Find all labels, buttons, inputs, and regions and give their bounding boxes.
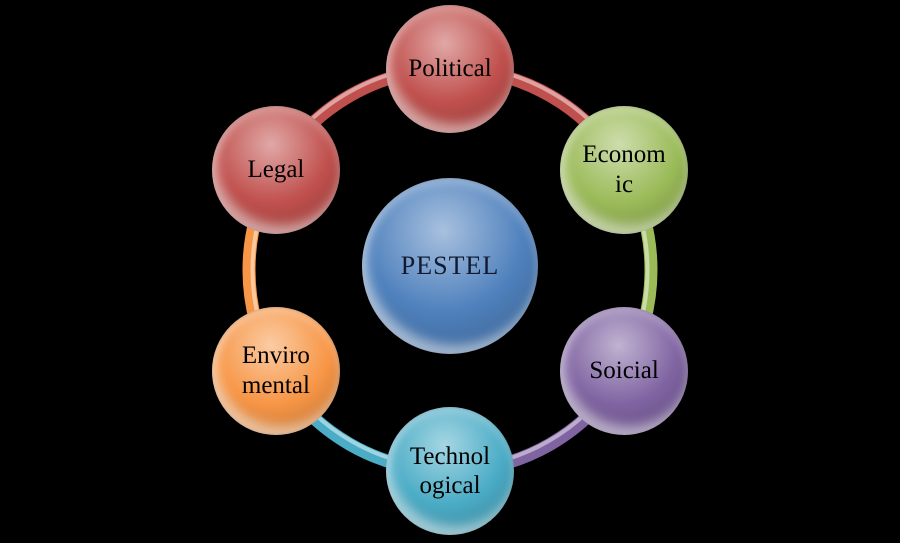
node-circle-economic: Econom ic [560,105,689,234]
node-circle-social: Soicial [560,306,689,435]
node-circle-political: Political [386,5,514,133]
center-label-pestel: PESTEL [400,250,500,280]
node-label-legal: Legal [247,155,305,183]
node-label-environmental: Enviro mental [241,342,310,399]
node-circle-legal: Legal [211,105,340,234]
center-circle-pestel: PESTEL [362,178,538,354]
node-circle-technological: Technol ogical [386,407,514,535]
node-label-social: Soicial [589,356,659,384]
node-label-political: Political [408,55,492,83]
node-circle-environmental: Enviro mental [211,306,340,435]
node-label-economic: Econom ic [582,141,666,198]
node-label-technological: Technol ogical [409,442,491,500]
